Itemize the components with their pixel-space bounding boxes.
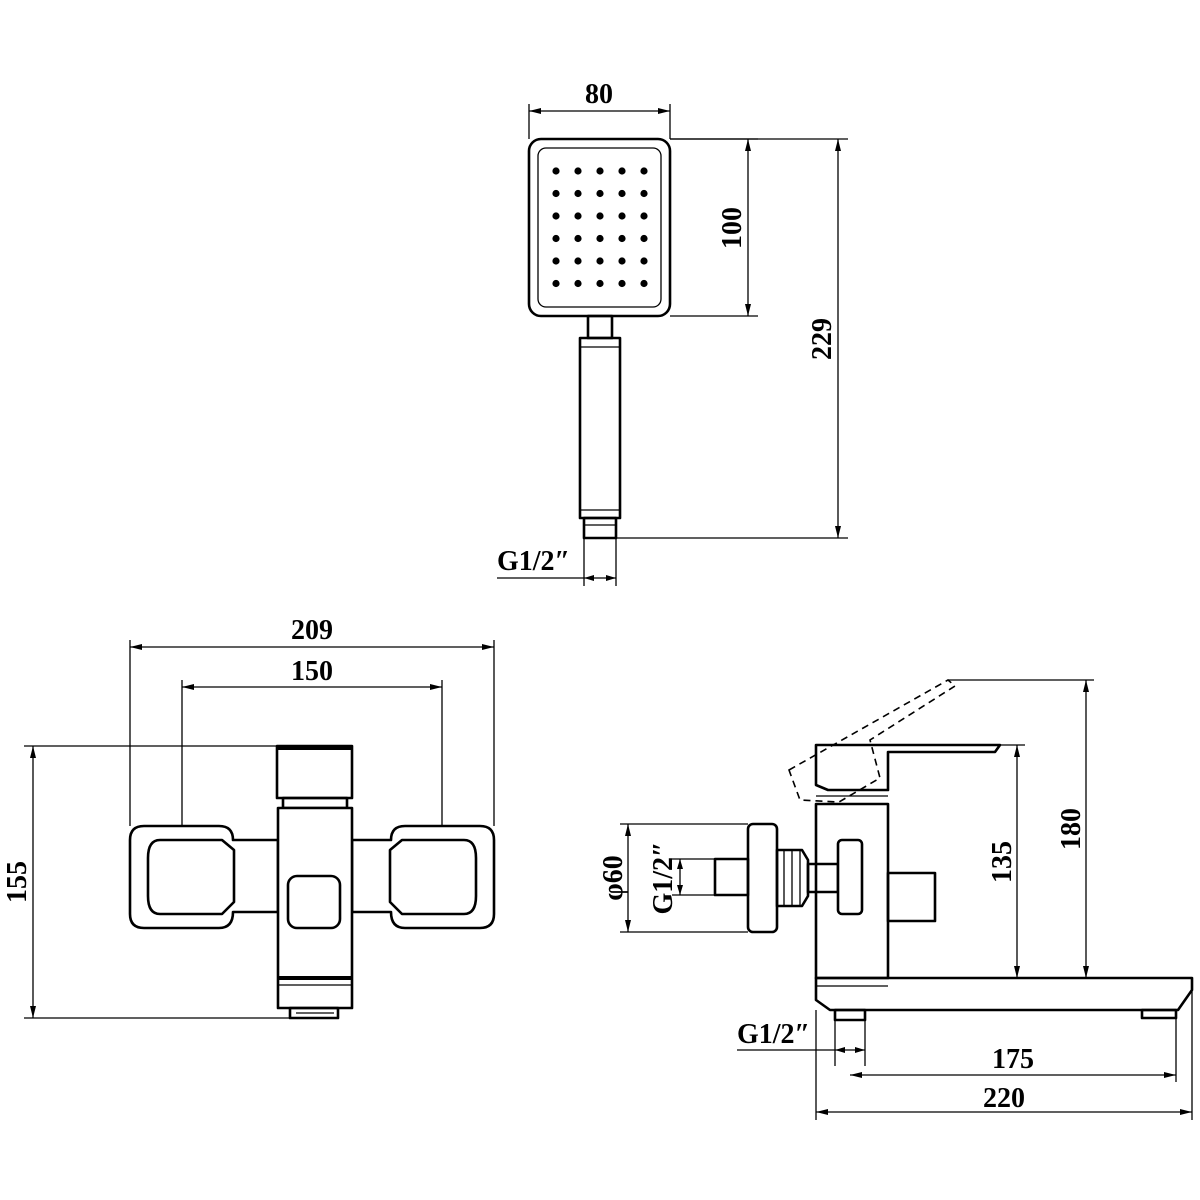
shower-connector <box>582 516 618 540</box>
shower-neck <box>586 314 614 340</box>
nozzle-dot <box>618 189 626 198</box>
dim-shower-thread: G1/2″ <box>497 546 570 577</box>
dim-side-handle-height: 135 <box>987 841 1018 883</box>
side-union-nut <box>775 848 810 908</box>
nozzle-dot <box>618 167 626 175</box>
side-eccentric-disc <box>836 838 864 916</box>
mixer-side-view: φ60 G1/2″ 135 180 G1/2″ 175 <box>598 679 1194 1120</box>
dim-side-spout-reach: 175 <box>992 1044 1034 1075</box>
nozzle-dot <box>596 189 604 198</box>
dim-side-wall-thread: G1/2″ <box>648 841 679 914</box>
front-right-arm <box>350 824 496 930</box>
front-handle <box>275 744 354 800</box>
nozzle-dot <box>552 234 560 243</box>
side-knob <box>886 871 937 923</box>
dim-front-height: 155 <box>2 861 33 903</box>
dim-side-overall-depth: 220 <box>983 1083 1025 1114</box>
nozzle-dot <box>640 212 648 220</box>
side-lever-raised-outline <box>788 679 957 803</box>
nozzle-dot <box>596 234 604 243</box>
side-wall-pipe <box>713 857 750 897</box>
nozzle-dot <box>574 189 582 198</box>
mixer-front-view: 209 150 155 <box>2 615 496 1020</box>
shower-nozzle-grid <box>552 167 648 288</box>
front-diverter-button <box>286 874 342 930</box>
dim-shower-width: 80 <box>585 79 613 110</box>
side-outlet <box>833 1008 867 1022</box>
dim-side-total-height: 180 <box>1056 808 1087 850</box>
nozzle-dot <box>552 279 560 288</box>
nozzle-dot <box>552 189 560 198</box>
nozzle-dot <box>640 234 648 243</box>
front-left-arm <box>128 824 280 930</box>
nozzle-dot <box>618 257 626 265</box>
nozzle-dot <box>574 167 582 175</box>
dim-shower-total-height: 229 <box>807 318 838 360</box>
nozzle-dot <box>640 257 648 265</box>
shower-head-outline <box>527 137 672 318</box>
nozzle-dot <box>596 279 604 288</box>
nozzle-dot <box>596 257 604 265</box>
shower-head-inner-outline <box>537 147 662 308</box>
nozzle-dot <box>618 279 626 288</box>
nozzle-dot <box>618 212 626 220</box>
side-wall-flange <box>746 822 779 934</box>
side-lever <box>814 743 1002 792</box>
nozzle-dot <box>574 257 582 265</box>
nozzle-dot <box>640 189 648 198</box>
nozzle-dot <box>596 167 604 175</box>
dim-front-overall-width: 209 <box>291 615 333 646</box>
dim-front-connection-spacing: 150 <box>291 656 333 687</box>
nozzle-dot <box>640 279 648 288</box>
nozzle-dot <box>552 167 560 175</box>
side-spout <box>814 976 1194 1012</box>
nozzle-dot <box>574 234 582 243</box>
nozzle-dot <box>552 212 560 220</box>
nozzle-dot <box>640 167 648 175</box>
hand-shower-view: 80 100 229 G1/2″ <box>497 79 848 586</box>
nozzle-dot <box>618 234 626 243</box>
dim-side-outlet-thread: G1/2″ <box>737 1019 810 1050</box>
nozzle-dot <box>552 257 560 265</box>
nozzle-dot <box>574 279 582 288</box>
nozzle-dot <box>596 212 604 220</box>
dim-shower-head-height: 100 <box>717 207 748 249</box>
nozzle-dot <box>574 212 582 220</box>
dim-side-flange-diameter: φ60 <box>598 855 629 900</box>
shower-handle <box>578 336 622 520</box>
